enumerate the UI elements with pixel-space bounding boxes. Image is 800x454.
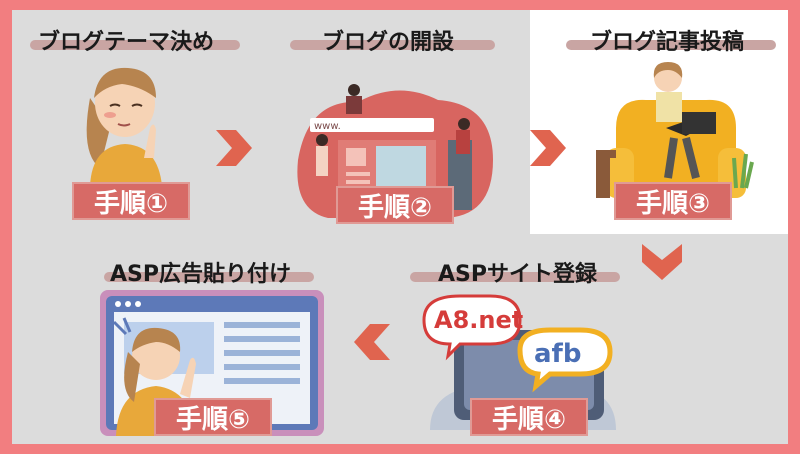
step-2-underline [290,40,495,50]
step-2-badge: 手順② [336,186,454,224]
step-2-title: ブログの開設 [322,30,455,55]
step-5-badge: 手順⑤ [154,398,272,436]
woman-laptop-sofa-icon [596,58,756,208]
arrow-down-icon [640,238,684,282]
step-1-badge: 手順① [72,182,190,220]
a8net-logo: A8.net [434,306,523,334]
thinking-woman-icon [70,58,180,188]
step-3-underline [566,40,776,50]
step-4-title: ASPサイト登録 [438,262,597,287]
step-1-title: ブログテーマ決め [38,30,215,55]
arrow-right-icon [524,128,568,168]
step-5-underline [104,272,314,282]
svg-text:www.: www. [314,121,341,132]
step-1-underline [30,40,240,50]
step-3-title: ブログ記事投稿 [590,30,745,55]
step-4-underline [410,272,620,282]
step-5-title: ASP広告貼り付け [110,262,291,287]
step-3-badge: 手順③ [614,182,732,220]
afb-logo: afb [534,339,581,369]
step-4-badge: 手順④ [470,398,588,436]
arrow-right-icon [210,128,254,168]
arrow-left-icon [352,322,396,362]
